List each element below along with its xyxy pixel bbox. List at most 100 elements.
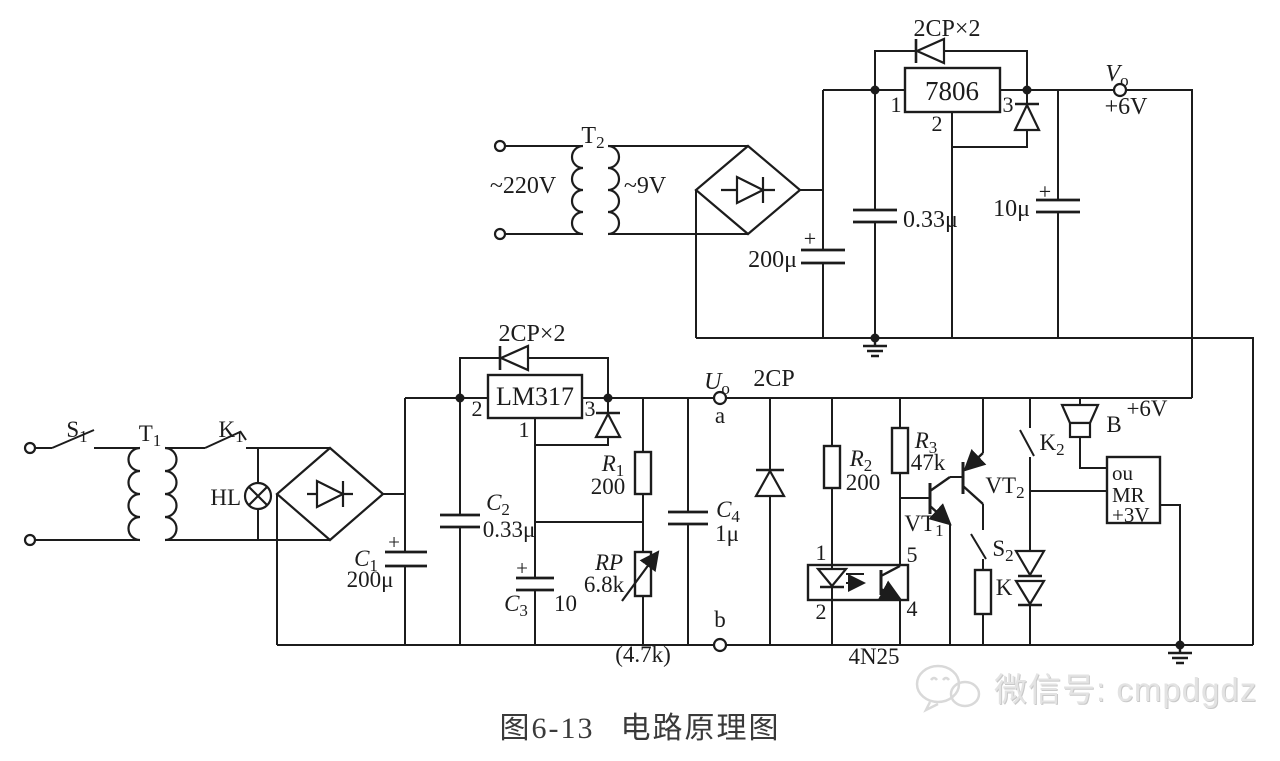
label-c033u-top: 0.33μ (903, 207, 958, 233)
capacitor-plates (385, 198, 1080, 592)
terminal-t2-bottom (493, 227, 507, 241)
bypass-diode-lm317 (498, 344, 530, 372)
label-c1-plus: + (388, 530, 400, 554)
rp-wiper-arrow (621, 550, 660, 602)
label-b: b (714, 607, 726, 632)
label-c1v: 200μ (347, 567, 394, 592)
label-c200u-top-plus: + (804, 226, 816, 251)
diodes (498, 37, 1046, 607)
label-c3: C3 (504, 591, 528, 620)
transformer-t2 (570, 144, 621, 236)
resistor-r3 (890, 426, 910, 475)
terminal-s1-top (23, 441, 37, 455)
protect-diode-7806 (1013, 102, 1041, 132)
label-k1: K1 (218, 417, 243, 446)
label-c2: C2 (486, 490, 510, 519)
indicators (243, 403, 1100, 511)
transistor-vt2-collector (962, 485, 984, 505)
label-s2: S2 (992, 536, 1013, 565)
label-rpv: 6.8k (584, 572, 625, 597)
protect-diode-lm317 (594, 411, 622, 439)
label-mr-line3: +3V (1112, 503, 1150, 527)
transistor-vt2-emitter (963, 448, 987, 472)
watermark-text: 微信号: cmpdgdz (994, 671, 1258, 708)
terminal-uo-b (712, 637, 728, 653)
speaker-b-body (1068, 421, 1092, 439)
label-r3v: 47k (911, 450, 946, 475)
label-4n25-pin5: 5 (907, 542, 918, 567)
label-4n25-pin4: 4 (907, 596, 918, 621)
label-c2v: 0.33μ (483, 517, 536, 542)
label-speaker-b: B (1106, 412, 1121, 437)
relay-coil-k (973, 568, 993, 616)
resistor-r2 (822, 444, 842, 490)
label-2cpx2-mid: 2CP×2 (499, 321, 566, 347)
label-lm317: LM317 (496, 382, 574, 411)
label-c200u-top: 200μ (748, 247, 797, 273)
label-hl: HL (210, 485, 241, 510)
circuit-wiring (35, 50, 1254, 646)
wires-top-section (505, 50, 1254, 645)
bridge-lower-diode (315, 479, 346, 509)
label-c3v: 10 (554, 591, 577, 616)
label-9v: ~9V (624, 173, 667, 199)
label-c4v: 1μ (715, 521, 739, 546)
label-vo: Vo (1105, 61, 1128, 90)
label-lm317-pin2: 2 (472, 396, 483, 421)
series-diode-1 (1014, 549, 1046, 578)
label-t1: T1 (139, 421, 162, 450)
figure-number: 图6-13 (499, 712, 595, 745)
transistor-vt1-collector (929, 476, 951, 492)
label-vt1: VT1 (904, 511, 943, 540)
terminals (23, 82, 1128, 653)
terminal-s1-bottom (23, 533, 37, 547)
wires-lower-section (35, 357, 1253, 646)
bridge-top-diode (735, 175, 766, 205)
label-4n25-pin1: 1 (816, 540, 827, 565)
terminal-vo (1112, 82, 1128, 98)
diode-2cp-mid (754, 468, 786, 498)
bypass-diode-7806 (914, 37, 946, 65)
label-c10u-top-plus: + (1039, 179, 1051, 204)
opto-phototransistor-collector (880, 564, 901, 578)
figure-title: 电路原理图 (620, 712, 781, 745)
resistor-r1 (633, 450, 653, 496)
bridge-rectifier-top (694, 144, 802, 236)
label-lm317-pin1: 1 (519, 417, 530, 442)
junction-dots (455, 85, 1185, 650)
opto-light-arrows (846, 574, 864, 583)
label-t2: T2 (581, 123, 604, 152)
label-r2v: 200 (846, 470, 881, 495)
label-k2: K2 (1039, 430, 1064, 459)
label-vo-6v: +6V (1105, 94, 1149, 120)
label-mr-line2: MR (1112, 483, 1145, 507)
figure-caption: 图6-13 电路原理图 (0, 703, 1280, 747)
speaker-b-cone (1060, 403, 1100, 425)
lamp-hl-cross (248, 486, 268, 506)
label-4n25: 4N25 (848, 644, 899, 669)
music-ic-mr-box (1105, 455, 1162, 525)
transistors (621, 448, 987, 602)
label-4n25-pin2: 2 (816, 599, 827, 624)
label-c10u-top: 10μ (993, 196, 1030, 222)
bridge-rectifier-lower (275, 446, 385, 542)
label-mr-line1: ou (1112, 461, 1134, 485)
watermark: 微信号: cmpdgdz (912, 660, 1257, 714)
label-6v-lower: +6V (1126, 396, 1167, 421)
label-7806: 7806 (925, 76, 979, 106)
opto-phototransistor-emitter (877, 580, 903, 601)
label-rp: RP (594, 550, 623, 575)
label-a: a (715, 403, 725, 428)
wechat-icon (915, 664, 981, 713)
label-lm317-pin3: 3 (585, 396, 596, 421)
label-s1: S1 (66, 417, 87, 446)
label-7806-pin1: 1 (891, 92, 902, 117)
label-7806-pin3: 3 (1003, 92, 1014, 117)
label-7806-pin2: 2 (932, 111, 943, 136)
transformer-t1 (127, 446, 178, 542)
label-rp-alt: (4.7k) (615, 642, 671, 667)
series-diode-2 (1014, 579, 1046, 607)
